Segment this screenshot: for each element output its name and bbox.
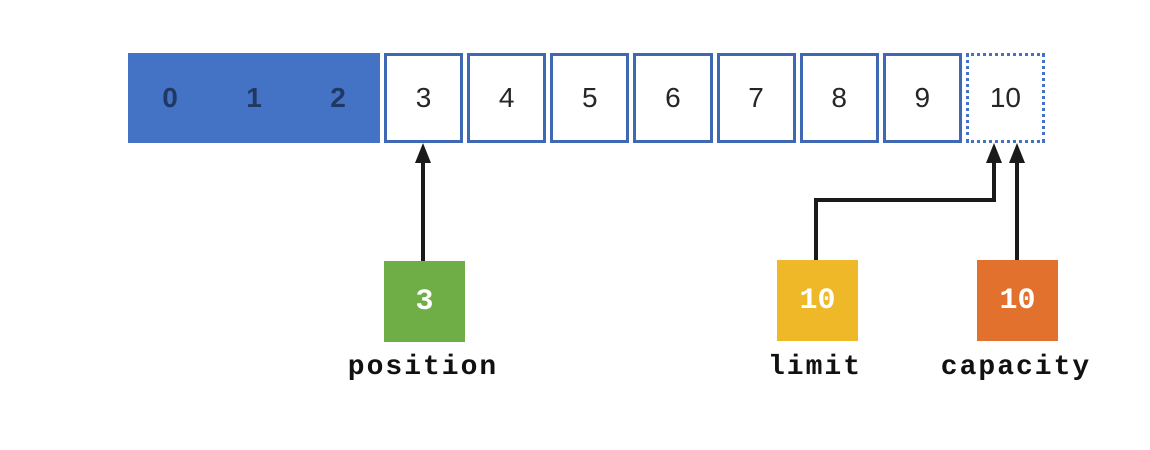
position-value-box: 3: [384, 261, 465, 342]
position-arrow: [415, 143, 431, 261]
buffer-array: 0 1 2 3 4 5 6 7 8 9 10: [128, 53, 1045, 143]
cell-8: 8: [799, 53, 879, 143]
cell-1: 1: [246, 82, 262, 113]
capacity-value-box: 10: [977, 260, 1058, 341]
limit-arrow: [814, 143, 1002, 261]
capacity-label: capacity: [940, 352, 1092, 383]
cell-0: 0: [162, 82, 178, 113]
cell-6: 6: [633, 53, 713, 143]
cell-10: 10: [965, 53, 1045, 143]
cell-2: 2: [330, 82, 346, 113]
cell-9: 9: [882, 53, 962, 143]
cell-4: 4: [467, 53, 547, 143]
capacity-arrow: [1009, 143, 1025, 261]
cell-3: 3: [384, 53, 464, 143]
limit-value-box: 10: [777, 260, 858, 341]
limit-label: limit: [767, 352, 862, 383]
filled-region: 0 1 2: [128, 53, 380, 143]
position-label: position: [347, 352, 499, 383]
cell-7: 7: [716, 53, 796, 143]
cell-5: 5: [550, 53, 630, 143]
